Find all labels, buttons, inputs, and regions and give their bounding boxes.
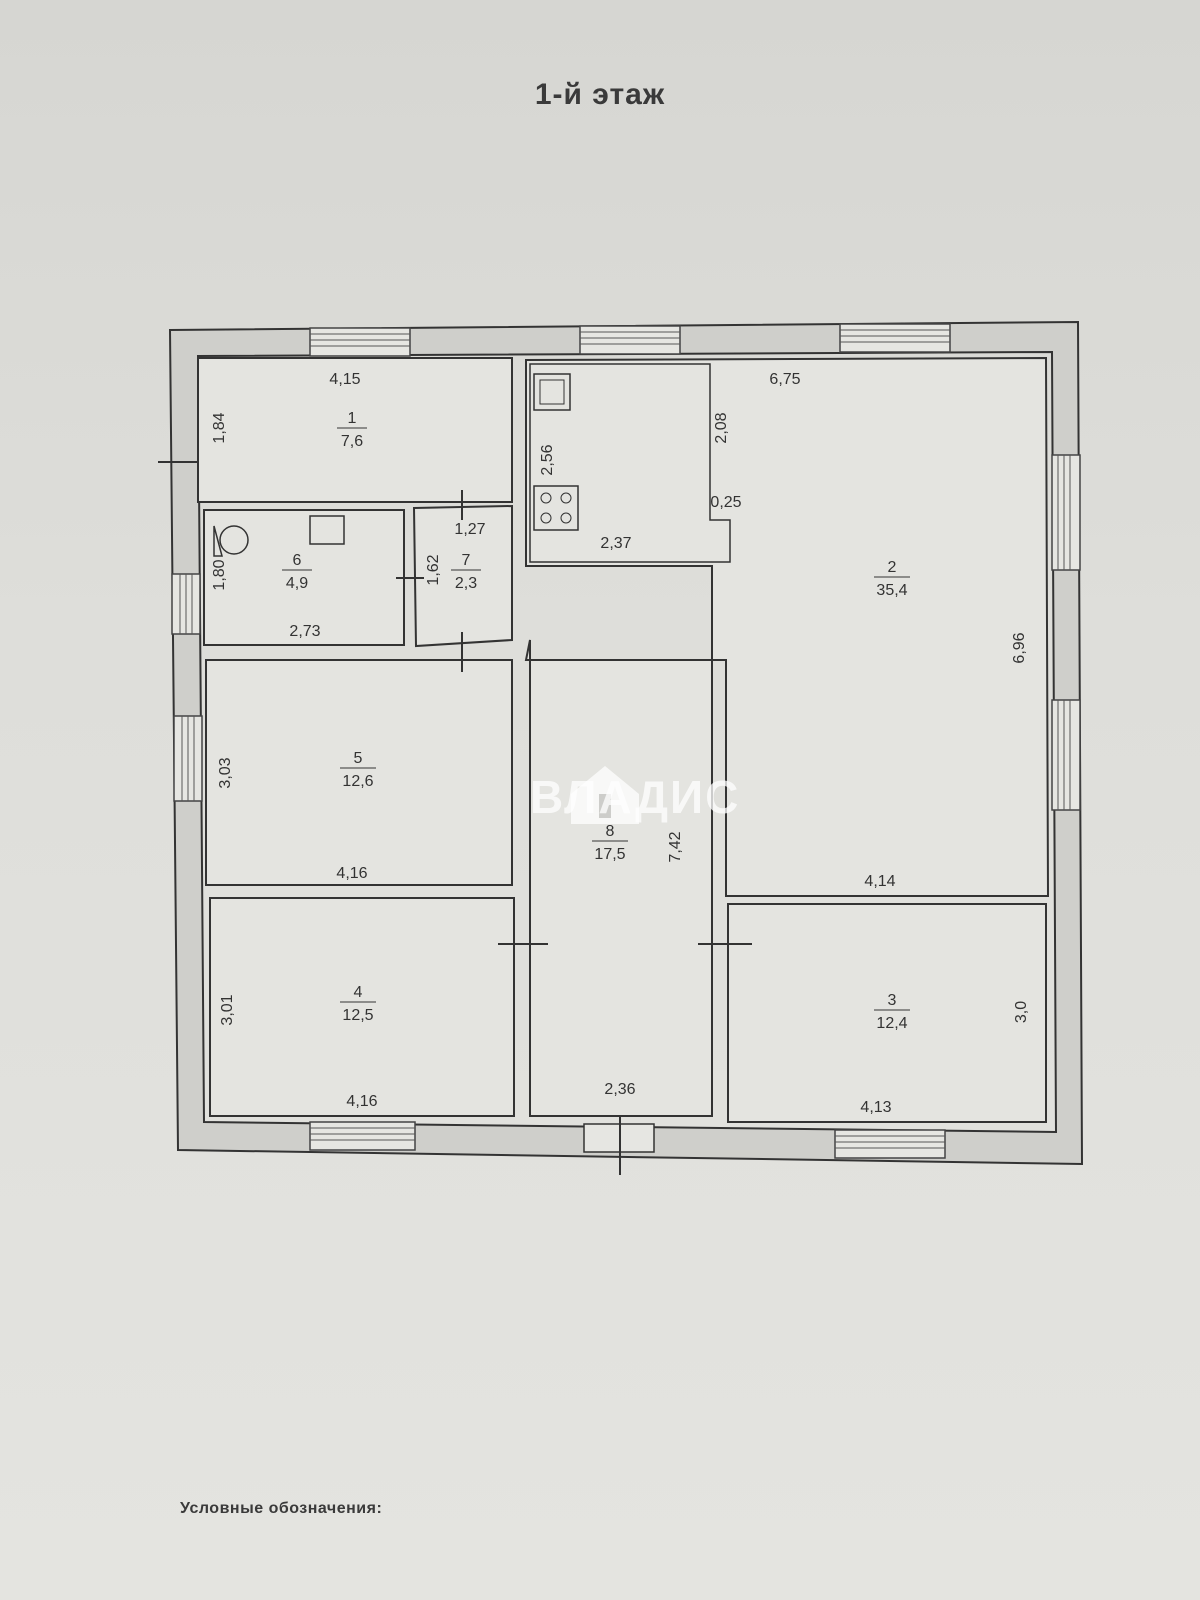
window-bottom-1 (309, 1121, 416, 1151)
room-3-number: 3 (888, 992, 897, 1009)
dim-r4-height: 3,01 (219, 994, 236, 1025)
room-6-number: 6 (293, 552, 302, 569)
room-2-number: 2 (888, 559, 897, 576)
dim-r1-width: 4,15 (329, 371, 360, 388)
dim-r5-width: 4,16 (336, 865, 367, 882)
room-3-area: 12,4 (876, 1015, 907, 1032)
toilet-icon (219, 525, 249, 555)
dim-r7-width: 1,27 (454, 521, 485, 538)
dim-kitchen-depth: 2,08 (713, 412, 730, 443)
dim-r7-height: 1,62 (425, 554, 442, 585)
window-right-1 (1051, 454, 1081, 571)
room-4-number: 4 (354, 984, 363, 1001)
room-5-area: 12,6 (342, 773, 373, 790)
dim-r6-height: 1,80 (211, 559, 228, 590)
room-2 (525, 356, 1050, 897)
room-4-area: 12,5 (342, 1007, 373, 1024)
windows (171, 323, 1081, 1159)
dim-r3-height: 3,0 (1013, 1001, 1030, 1023)
room-2-area: 35,4 (876, 582, 907, 599)
room-1-number: 1 (348, 410, 357, 427)
room-1-area: 7,6 (341, 433, 363, 450)
watermark-text: ВЛАДИС (530, 771, 741, 823)
room-8-area: 17,5 (594, 846, 625, 863)
dim-r6-width: 2,73 (289, 623, 320, 640)
dim-r5-height: 3,03 (217, 757, 234, 788)
dim-r8-width: 2,36 (604, 1081, 635, 1098)
outer-wall (168, 320, 1084, 1166)
stove-icon (533, 485, 579, 531)
kitchen-counter (529, 363, 731, 563)
room-6 (203, 509, 405, 646)
room-4 (209, 897, 515, 1117)
window-top-2 (579, 325, 681, 355)
dim-kitchen-gap: 0,25 (710, 494, 741, 511)
room-5-number: 5 (354, 750, 363, 767)
window-top-3 (839, 323, 951, 353)
room-7-number: 7 (462, 552, 471, 569)
dim-r2-height: 6,96 (1011, 632, 1028, 663)
washbasin-icon (309, 515, 345, 545)
window-bottom-2 (834, 1129, 946, 1159)
dim-r4-width: 4,16 (346, 1093, 377, 1110)
room-6-area: 4,9 (286, 575, 308, 592)
dim-kitchen-height: 2,56 (539, 444, 556, 475)
watermark-logo-icon (571, 766, 639, 824)
room-7-area: 2,3 (455, 575, 477, 592)
dim-r3-width: 4,13 (860, 1099, 891, 1116)
room-7 (412, 504, 513, 648)
window-top-1 (309, 327, 411, 357)
room-8 (524, 639, 713, 1117)
sink-icon (533, 373, 571, 411)
room-8-number: 8 (606, 823, 615, 840)
dim-r2-width: 6,75 (769, 371, 800, 388)
dim-r8-length: 7,42 (667, 831, 684, 862)
room-5 (205, 659, 513, 886)
legend-label: Условные обозначения: (180, 1500, 383, 1517)
room-1 (197, 357, 513, 503)
dim-r1-height: 1,84 (211, 412, 228, 443)
floor-title: 1-й этаж (534, 78, 666, 111)
window-right-2 (1051, 699, 1081, 811)
room-3 (727, 903, 1047, 1123)
dim-r2-bottom: 4,14 (864, 873, 895, 890)
dim-kitchen-width: 2,37 (600, 535, 631, 552)
